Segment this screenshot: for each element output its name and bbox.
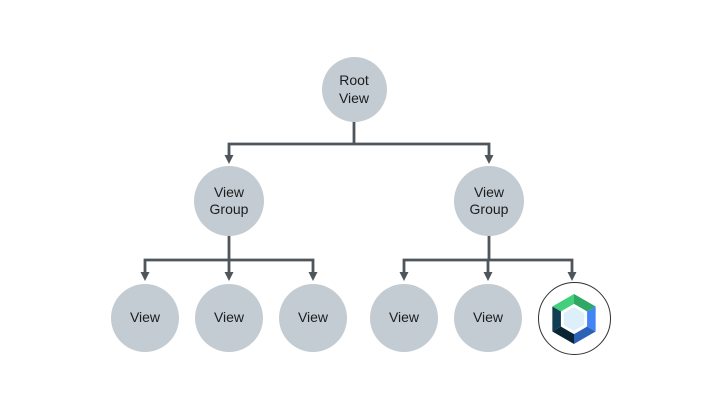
arrowhead-icon (308, 272, 318, 281)
node-view-leaf: View (279, 284, 347, 352)
connector-root-to-groups (224, 120, 494, 164)
node-view-leaf: View (454, 284, 522, 352)
arrowhead-icon (140, 272, 150, 281)
node-view-leaf: View (195, 284, 263, 352)
connector-left-group-to-children (140, 235, 318, 281)
node-label: View Group (469, 183, 509, 218)
connector-right-group-to-children (399, 235, 577, 281)
arrowhead-icon (484, 155, 494, 164)
jetpack-compose-logo-icon (552, 293, 596, 344)
node-view-leaf: View (111, 284, 179, 352)
node-view-group-right: View Group (454, 166, 524, 236)
arrowhead-icon (224, 272, 234, 281)
node-view-group-left: View Group (194, 166, 264, 236)
node-label: View (213, 309, 245, 326)
node-compose-leaf (537, 282, 611, 355)
node-label: Root View (338, 72, 370, 106)
node-label: View (129, 309, 161, 326)
arrowhead-icon (399, 272, 409, 281)
arrowhead-icon (224, 155, 234, 164)
node-label: View (297, 309, 329, 326)
node-label: View (388, 309, 420, 326)
arrowhead-icon (483, 272, 493, 281)
arrowhead-icon (567, 272, 577, 281)
node-label: View Group (209, 183, 249, 218)
node-label: View (472, 309, 504, 326)
node-view-leaf: View (370, 284, 438, 352)
node-root-view: Root View (321, 57, 387, 122)
